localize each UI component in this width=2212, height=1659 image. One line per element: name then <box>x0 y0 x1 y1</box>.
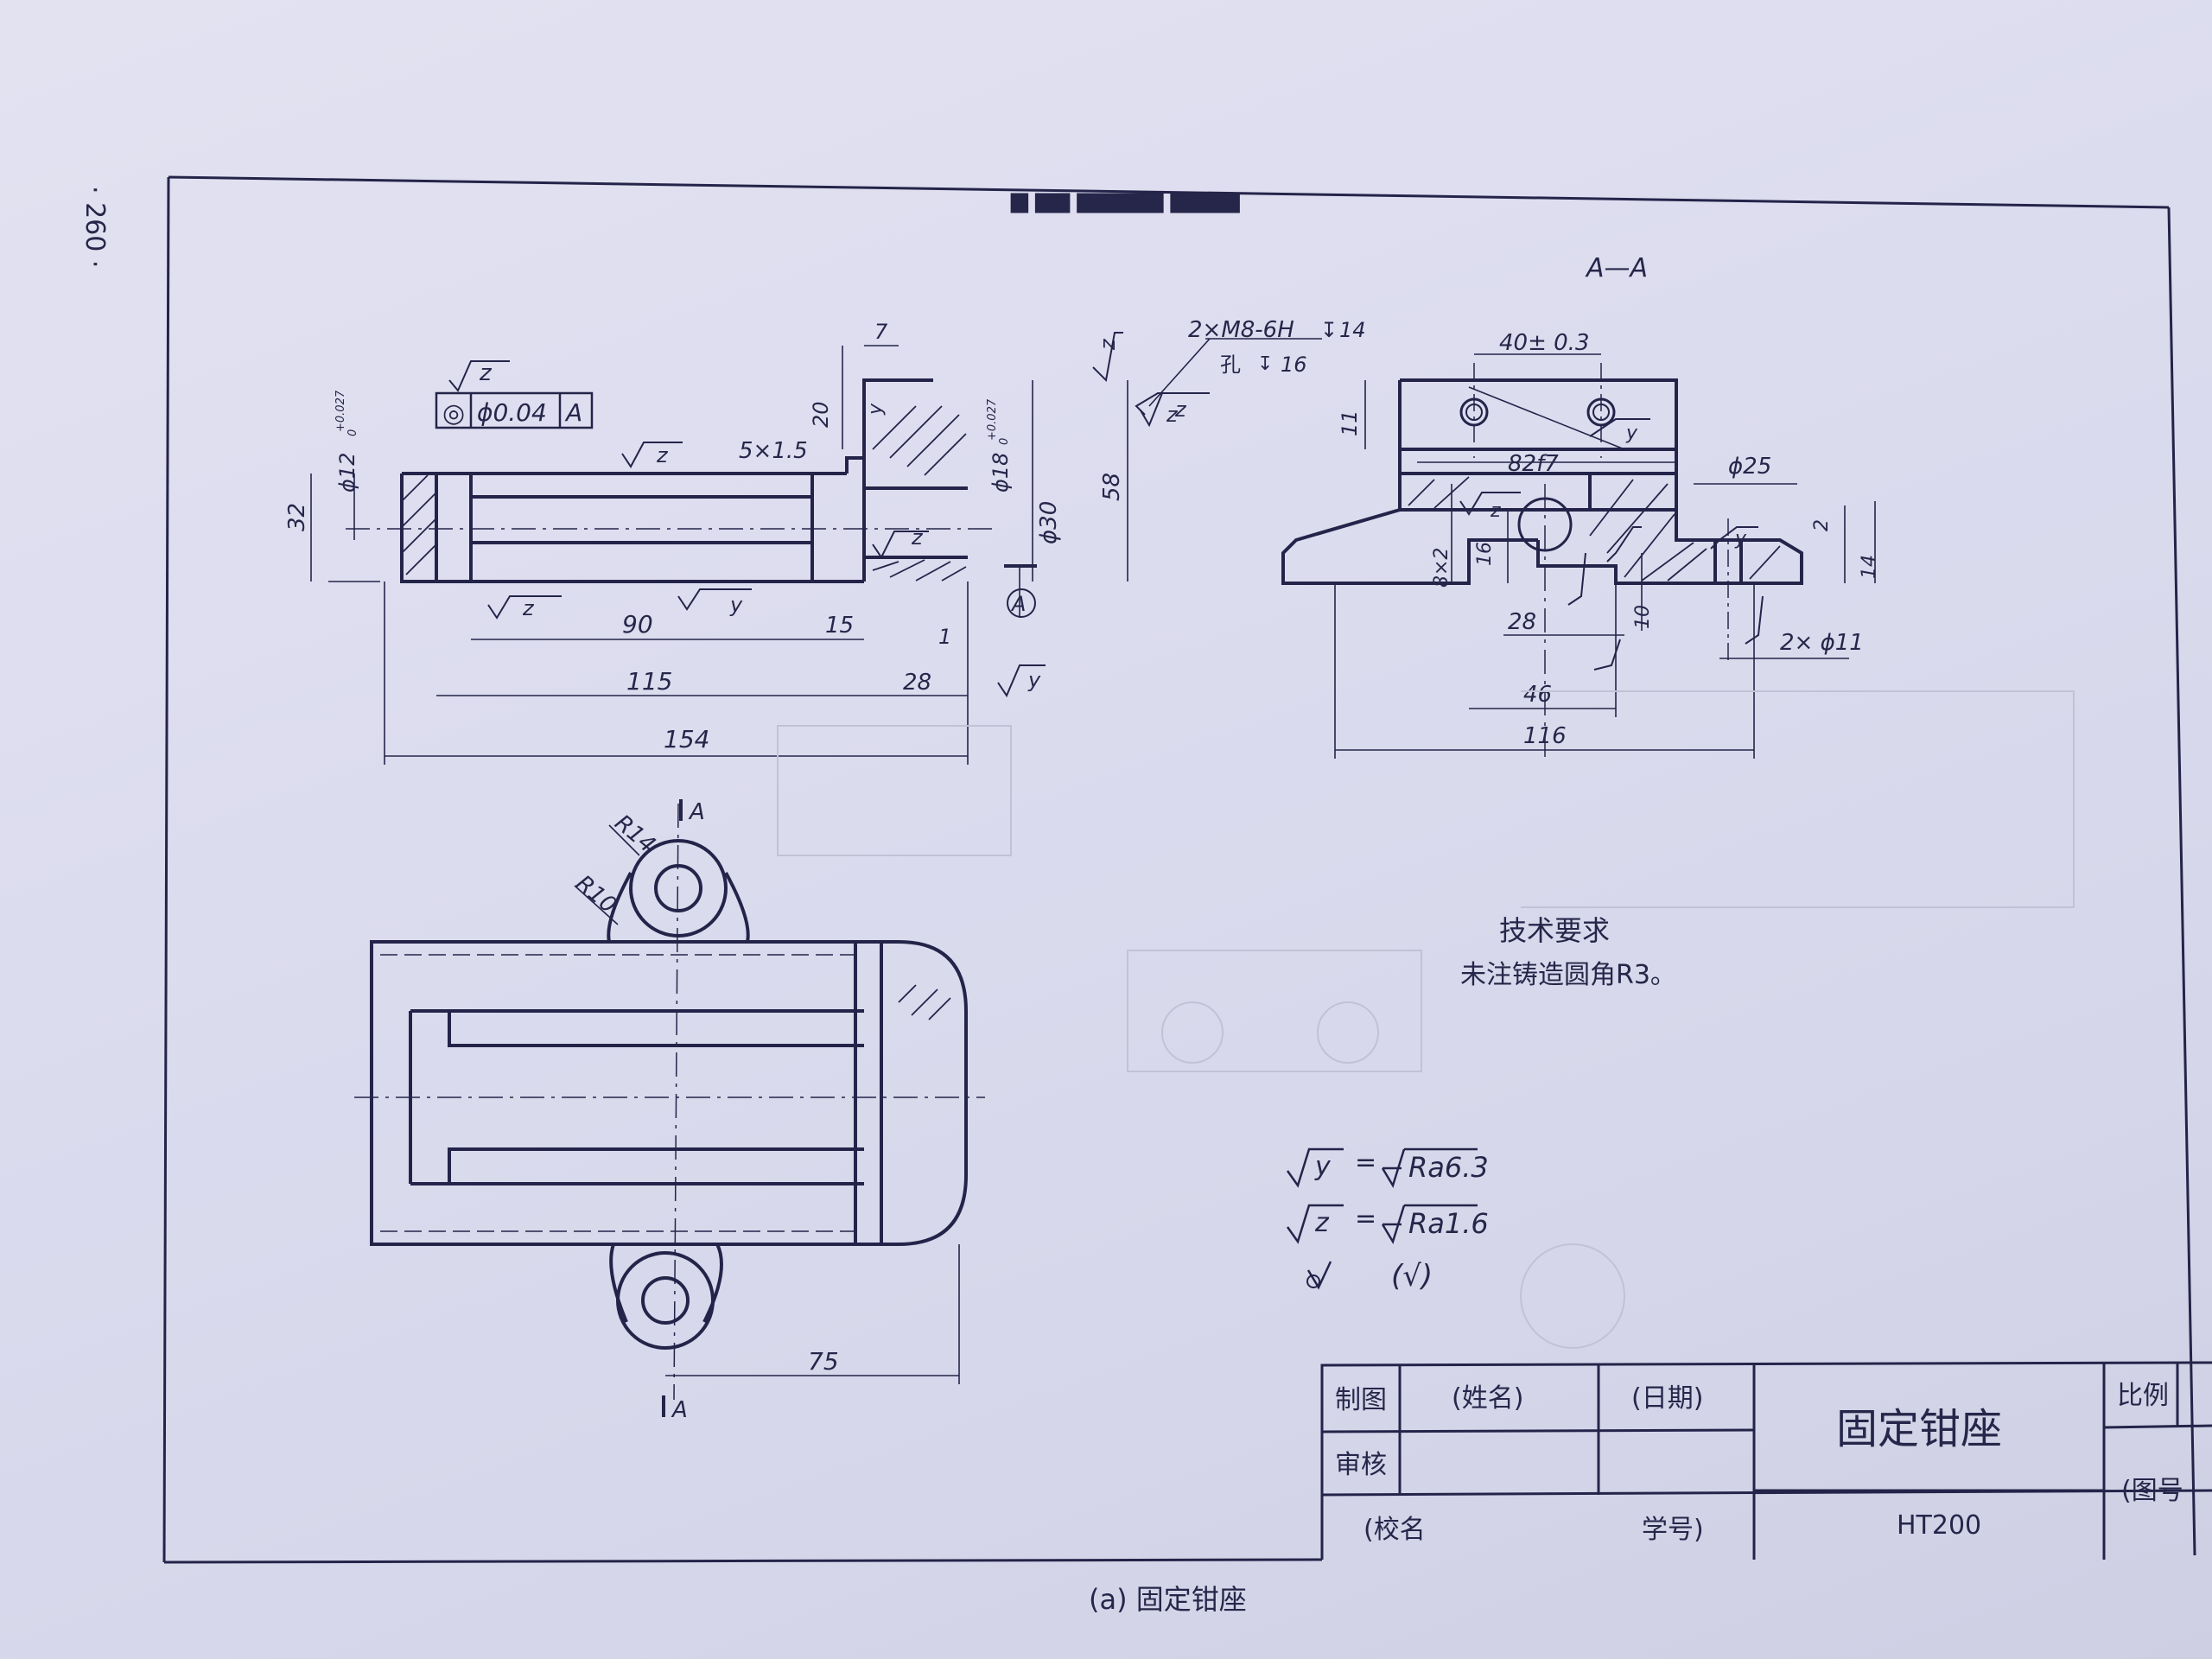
dims-h2-label: 2 <box>1811 519 1833 531</box>
gdt-symbol-label: ◎ <box>442 398 465 429</box>
section-view-hole-depth-label: 16 <box>1281 353 1307 377</box>
dims-h8x2-label: 8×2 <box>1431 548 1452 588</box>
dims-h32-label: 32 <box>284 503 310 531</box>
dims-w1-label: 1 <box>938 625 951 649</box>
dims-h58-label: 58 <box>1099 473 1125 501</box>
top-view: R14 R10 A A 75 <box>354 799 985 1423</box>
dims-fit82-label: 82f7 <box>1508 451 1559 477</box>
technical-requirements: 技术要求 未注铸造圆角R3。 <box>1460 914 1676 990</box>
dims-w28-label: 28 <box>1508 609 1536 635</box>
dims-h14-label: 14 <box>1859 555 1880 579</box>
finishes-z-label: z <box>1096 338 1120 351</box>
roughness-z-symbol-label: z <box>1314 1208 1330 1238</box>
dims-h20-label: 20 <box>809 401 833 428</box>
gdt-frame: ◎ ϕ0.04 A z <box>435 360 594 429</box>
faint-header: ▆ ▆▆ ▆▆▆▆▆ ▆▆▆▆ <box>1010 188 1241 213</box>
finishes-y-label: y <box>1027 668 1041 692</box>
dims-h16-label: 16 <box>1474 542 1496 566</box>
roughness-z-value-label: Ra1.6 <box>1408 1207 1489 1240</box>
drawing-frame <box>162 175 2196 1564</box>
dims-w116-label: 116 <box>1523 723 1567 749</box>
figure-caption: (a) 固定钳座 <box>1089 1583 1247 1616</box>
title-block-student-label-label: 学号) <box>1642 1515 1704 1545</box>
roughness-rest-label: (√) <box>1391 1259 1433 1294</box>
dims-datum-a-label: A <box>1010 592 1026 616</box>
dims-h11-label: 11 <box>1338 410 1362 436</box>
section-view-thread-callout-label: 2×M8-6H <box>1188 317 1294 343</box>
roughness-legend: y = Ra6.3 z = Ra1.6 (√) <box>1286 1147 1489 1294</box>
finishes-z-label: z <box>656 443 669 467</box>
roughness-y-symbol-label: y <box>1314 1152 1332 1182</box>
finishes-y-label: y <box>865 403 887 416</box>
title-block-drawing-no-label-label: (图号 <box>2121 1476 2183 1506</box>
title-block-check-label-label: 审核 <box>1335 1450 1387 1480</box>
svg-text:z: z <box>1166 403 1179 427</box>
section-view-label: A—A <box>1585 253 1648 283</box>
dims-d12-tol-up-label: +0.027 <box>334 390 347 432</box>
top-view-section-a-label: A <box>671 1397 688 1423</box>
section-view: 2×M8-6H ↧ 14 孔 ↧ 16 z 40± 0.3 11 82f7 ϕ2… <box>1140 317 1880 760</box>
dims-w90-label: 90 <box>622 610 653 639</box>
dims-d40-label: 40± 0.3 <box>1499 330 1589 356</box>
roughness-y-value-label: Ra6.3 <box>1408 1151 1489 1184</box>
dims-d18-label: ϕ18 <box>988 453 1013 493</box>
dims-w115-label: 115 <box>626 667 672 696</box>
top-view-r14-label: R14 <box>610 810 660 858</box>
dims-d30-label: ϕ30 <box>1036 501 1062 544</box>
title-block-material-label: HT200 <box>1897 1510 1981 1541</box>
title-block-scale-label-label: 比例 <box>2117 1381 2169 1411</box>
dims-w28-label: 28 <box>903 670 931 696</box>
finishes-z-label: z <box>522 596 535 620</box>
svg-text:↧: ↧ <box>1257 353 1273 375</box>
section-view-hole-label-label: 孔 <box>1220 353 1241 377</box>
tech-req-title-label: 技术要求 <box>1499 914 1610 947</box>
svg-text:z: z <box>1490 500 1501 522</box>
finishes-z-label: z <box>1174 397 1187 422</box>
dims-w154-label: 154 <box>664 725 709 753</box>
top-view-w75-label: 75 <box>808 1347 839 1376</box>
svg-text:↧: ↧ <box>1320 318 1338 342</box>
title-block: 制图 (姓名) (日期) 审核 (校名 学号) 固定钳座 HT200 比例 (图… <box>1320 1361 2212 1560</box>
section-view-thread-depth-label: 14 <box>1339 318 1366 342</box>
finishes-y-label: y <box>729 593 743 617</box>
front-view: ◎ ϕ0.04 A z 32 ϕ12 +0.027 0 5×1.5 7 20 ϕ… <box>284 320 1192 765</box>
dims-d12-label: ϕ12 <box>335 453 359 493</box>
title-block-name-label-label: (姓名) <box>1452 1383 1523 1414</box>
dims-c5x15-label: 5×1.5 <box>739 438 808 464</box>
tech-req-body-label: 未注铸造圆角R3。 <box>1460 960 1676 990</box>
gdt-tolerance-label: ϕ0.04 <box>477 398 547 427</box>
top-view-section-a-label: A <box>688 799 705 825</box>
title-block-school-label-label: (校名 <box>1363 1515 1426 1545</box>
dims-w15-label: 15 <box>825 613 854 639</box>
svg-text:=: = <box>1355 1204 1376 1234</box>
title-block-drawn-label-label: 制图 <box>1335 1385 1387 1415</box>
title-block-date-label-label: (日期) <box>1631 1383 1703 1414</box>
svg-text:y: y <box>1734 528 1747 550</box>
dims-d18-tol-low-label: 0 <box>998 438 1011 445</box>
svg-text:y: y <box>1625 423 1638 444</box>
gdt-datum-label: A <box>564 398 582 427</box>
dims-h10-label: 10 <box>1632 605 1654 629</box>
dims-holes2x11-label: 2× ϕ11 <box>1780 630 1864 656</box>
dims-w7-label: 7 <box>874 320 888 344</box>
show-through-background <box>777 690 2075 1349</box>
dims-d18-tol-up-label: +0.027 <box>986 398 999 441</box>
title-block-part-name-label: 固定钳座 <box>1836 1405 2002 1453</box>
gdt-finish-label: z <box>479 360 493 386</box>
dims-w46-label: 46 <box>1523 682 1552 708</box>
dims-d12-tol-low-label: 0 <box>346 429 359 436</box>
finishes-z-label: z <box>911 525 924 550</box>
dims-d25-label: ϕ25 <box>1728 454 1771 480</box>
page-number: · 260 · <box>79 186 110 268</box>
svg-text:=: = <box>1355 1147 1376 1178</box>
